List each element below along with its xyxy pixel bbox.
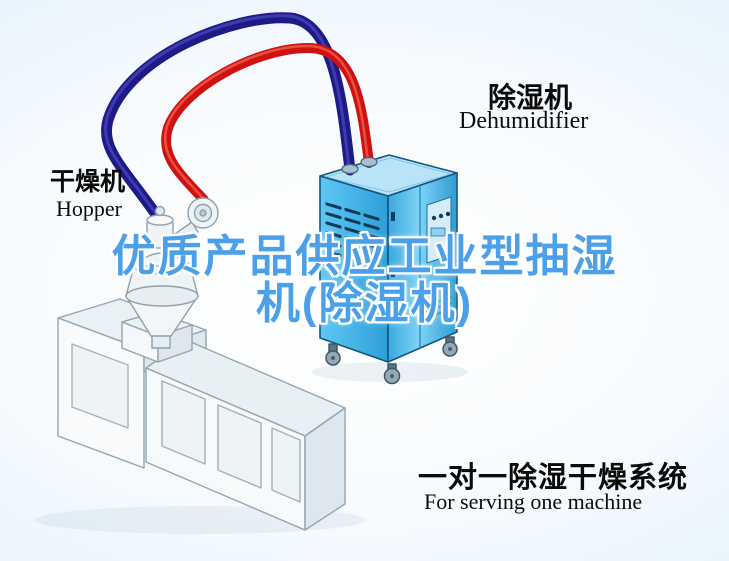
hopper-dryer-graphic <box>125 197 219 349</box>
machine-door-panel <box>217 404 262 489</box>
main-title-line1: 优质产品供应工业型抽湿 <box>111 232 618 281</box>
supply-air-hose-highlight <box>163 44 370 200</box>
hinge <box>391 268 395 277</box>
dryer-canister-cap <box>146 214 174 226</box>
panel-display <box>430 227 446 237</box>
footer-slogan-en: For serving one machine <box>424 489 643 514</box>
machine-door-panel <box>161 380 206 465</box>
dehumidifier-unit-graphic <box>319 154 458 385</box>
machine-door-panel <box>271 427 301 503</box>
dehumidifier-label-cn: 除湿机 <box>488 82 573 113</box>
panel-button <box>431 215 437 221</box>
vent-grille <box>325 202 380 269</box>
brand-badge <box>330 298 339 307</box>
dehumidifier-label-en: Dehumidifier <box>459 108 589 134</box>
main-title-line2: 机(除湿机) <box>255 279 474 328</box>
panel-button <box>445 211 451 217</box>
extruder-machine-graphic <box>57 298 346 531</box>
side-grille <box>423 296 453 319</box>
main-title: 优质产品供应工业型抽湿 机(除湿机) <box>0 233 729 327</box>
hose-connectors <box>341 156 378 175</box>
machine-body-end-face <box>304 407 346 531</box>
dryer-label-cn: 干燥机 <box>50 168 126 196</box>
return-air-hose-highlight <box>104 14 351 220</box>
hopper-label-en: Hopper <box>56 196 122 221</box>
hopper-rim <box>125 285 199 307</box>
footer-slogan-cn: 一对一除湿干燥系统 <box>418 462 689 494</box>
hinge <box>391 212 395 221</box>
air-hoses <box>101 12 374 226</box>
door-handle <box>410 256 414 267</box>
fan-duct <box>171 221 199 247</box>
caster-wheels <box>325 336 458 385</box>
canister-knob <box>154 205 166 217</box>
panel-button <box>438 213 444 219</box>
blower-fan-hub <box>199 209 207 217</box>
machine-left-panel <box>71 343 129 429</box>
hopper-dome <box>133 252 191 267</box>
